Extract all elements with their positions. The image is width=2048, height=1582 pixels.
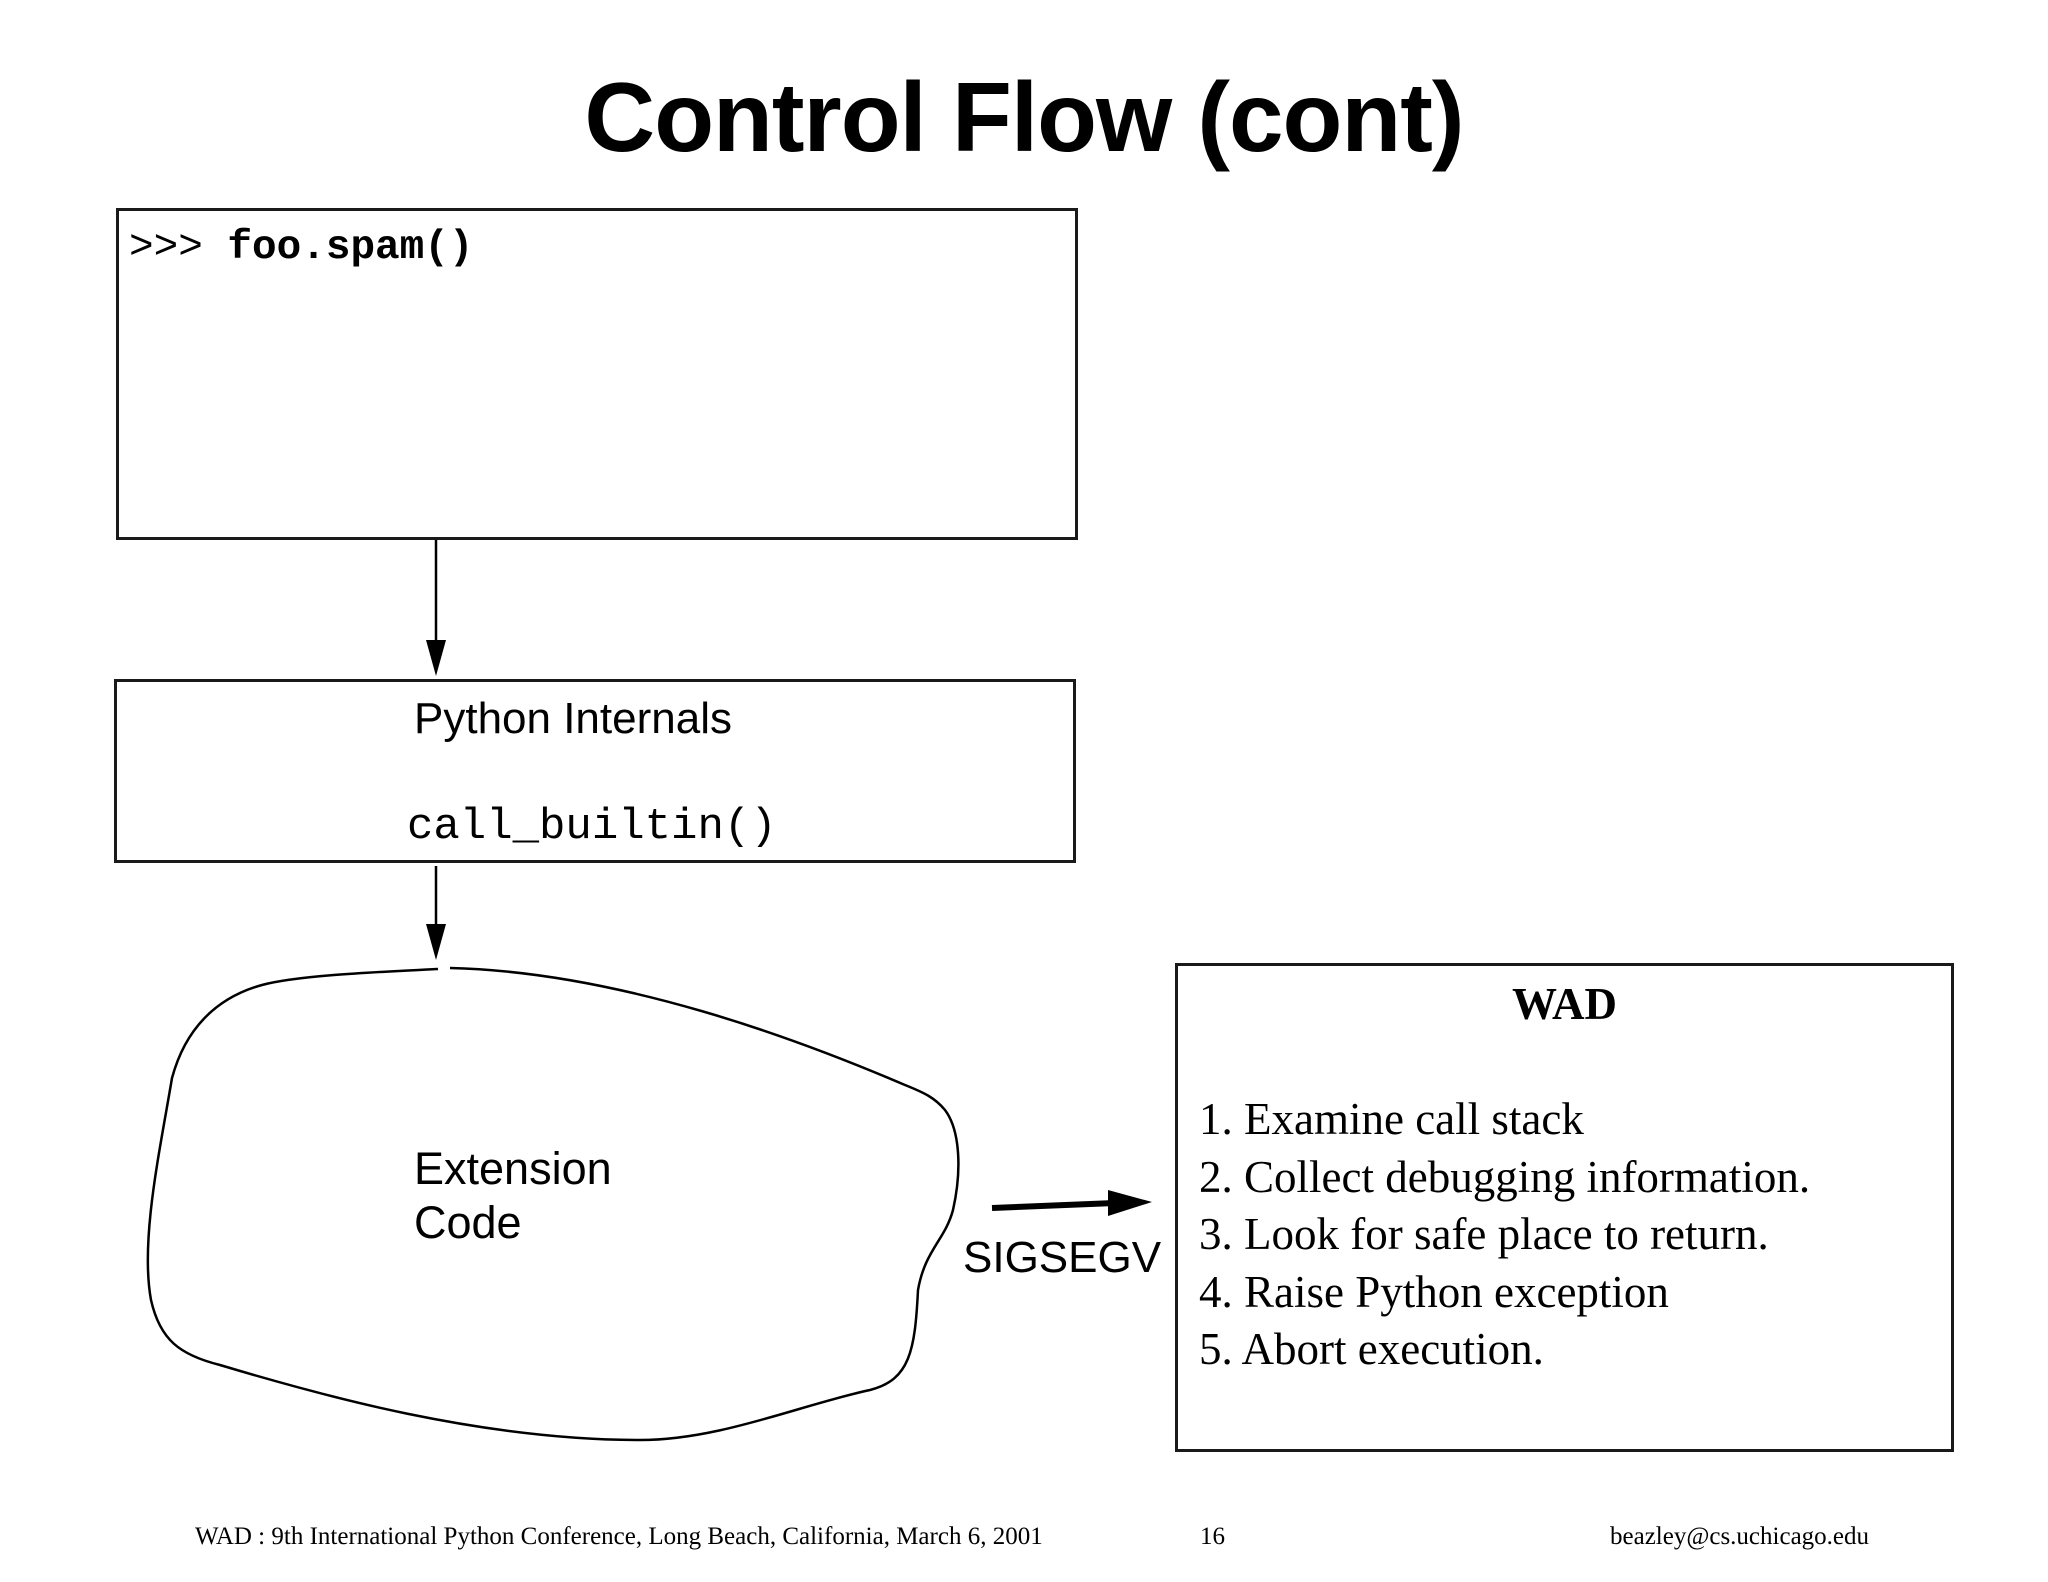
arrowhead-internals-to-extension: [426, 924, 446, 960]
prompt-command: foo.spam(): [227, 225, 474, 271]
python-internals-title: Python Internals: [414, 694, 732, 743]
footer-conference: WAD : 9th International Python Conferenc…: [195, 1523, 1043, 1550]
wad-step: 2. Collect debugging information.: [1199, 1151, 1811, 1202]
arrow-signal-to-wad: [991, 1200, 1116, 1211]
extension-code-line1: Extension: [414, 1143, 612, 1194]
footer-email: beazley@cs.uchicago.edu: [1610, 1523, 1870, 1550]
wad-step: 4. Raise Python exception: [1199, 1266, 1669, 1317]
sigsegv-label: SIGSEGV: [963, 1233, 1162, 1282]
wad-step: 3. Look for safe place to return.: [1199, 1209, 1769, 1259]
wad-steps-list: 1. Examine call stack 2. Collect debuggi…: [1199, 1091, 1810, 1379]
extension-code-line2: Code: [414, 1197, 522, 1248]
footer-page-number: 16: [1200, 1523, 1225, 1550]
wad-step: 5. Abort execution.: [1199, 1324, 1544, 1374]
arrowhead-signal-to-wad: [1108, 1190, 1152, 1216]
call-builtin-function: call_builtin(): [407, 802, 777, 852]
slide-title: Control Flow (cont): [584, 62, 1464, 172]
extension-code-label: Extension Code: [414, 1142, 612, 1250]
wad-box: WAD 1. Examine call stack 2. Collect deb…: [1175, 963, 1954, 1452]
arrowhead-prompt-to-internals: [426, 640, 446, 676]
prompt-symbol: >>>: [129, 225, 228, 271]
interpreter-prompt-line: >>> foo.spam(): [129, 225, 473, 271]
wad-step: 1. Examine call stack: [1199, 1094, 1584, 1144]
wad-title: WAD: [1511, 979, 1617, 1029]
interpreter-prompt-box: >>> foo.spam(): [116, 208, 1078, 540]
python-internals-box: Python Internals call_builtin(): [114, 679, 1076, 863]
